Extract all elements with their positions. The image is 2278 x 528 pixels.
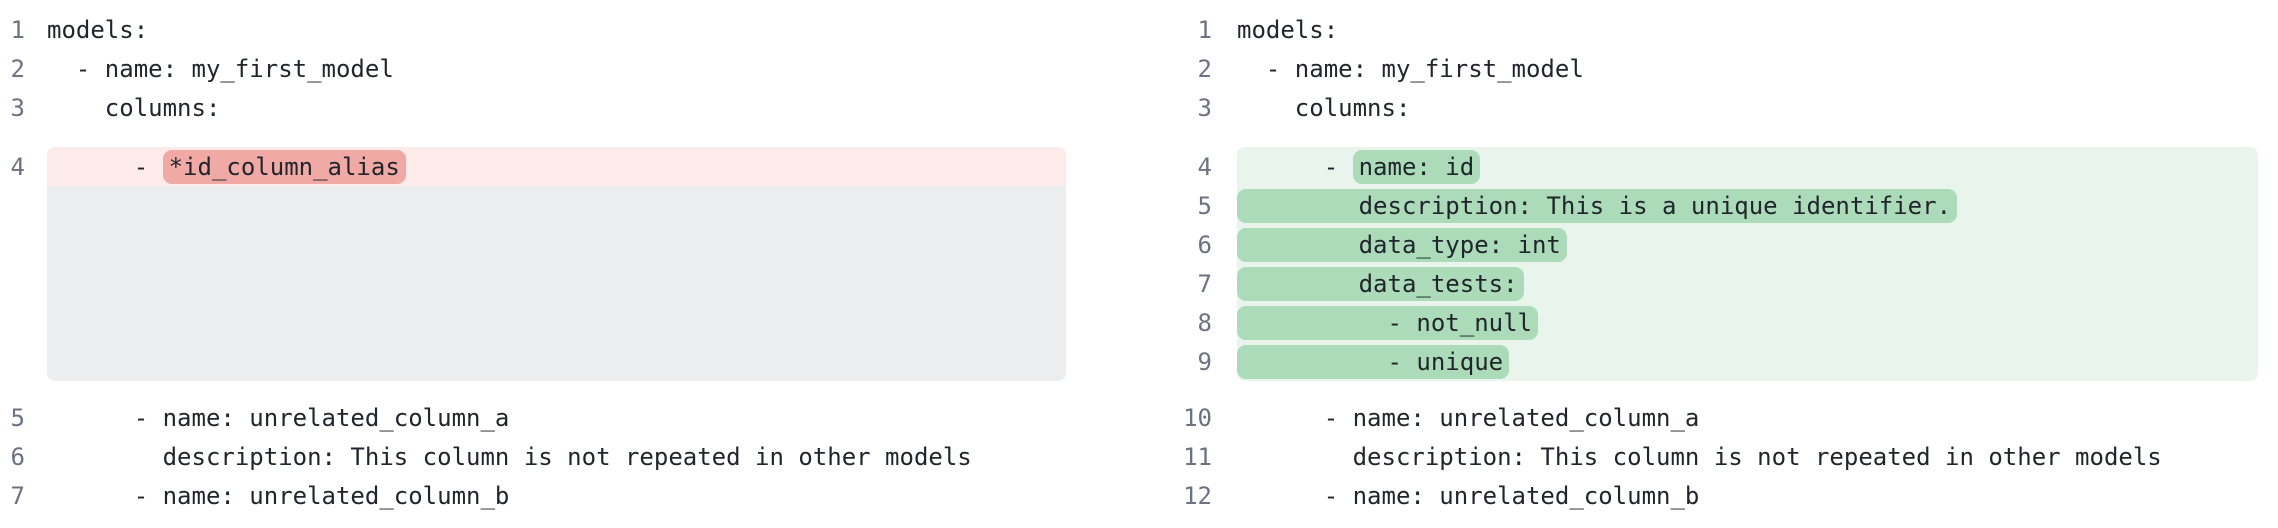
changed-text-highlight: *id_column_alias	[162, 149, 406, 184]
line-code: data_type: int	[1237, 225, 2258, 264]
diff-line-context: 10 - name: unrelated_column_a	[1170, 398, 2258, 437]
changed-text-highlight: data_type: int	[1237, 227, 1567, 262]
line-code: description: This column is not repeated…	[47, 442, 972, 471]
line-code	[47, 186, 1066, 381]
line-number: 2	[1197, 54, 1212, 83]
line-code: - not_null	[1237, 303, 2258, 342]
diff-line-context: 3 columns:	[0, 88, 1066, 127]
diff-line-added: 4 - name: id	[1170, 147, 2258, 186]
line-code: columns:	[47, 93, 221, 122]
line-code: models:	[47, 15, 149, 44]
line-code: columns:	[1237, 93, 1411, 122]
changed-text-highlight: description: This is a unique identifier…	[1237, 188, 1958, 223]
diff-line-context: 1 models:	[0, 10, 1066, 49]
line-code: - name: unrelated_column_b	[1237, 481, 1700, 510]
diff-line-context: 7 - name: unrelated_column_b	[0, 476, 1066, 515]
diff-line-added: 8 - not_null	[1170, 303, 2258, 342]
line-code: description: This column is not repeated…	[1237, 442, 2162, 471]
diff-line-context: 6 description: This column is not repeat…	[0, 437, 1066, 476]
line-number: 5	[10, 403, 25, 432]
diff-line-context: 1 models:	[1170, 10, 2258, 49]
line-number: 6	[10, 442, 25, 471]
diff-line-context: 12 - name: unrelated_column_b	[1170, 476, 2258, 515]
diff-line-context: 11 description: This column is not repea…	[1170, 437, 2258, 476]
diff-line-context: 2 - name: my_first_model	[0, 49, 1066, 88]
line-number: 11	[1183, 442, 1212, 471]
diff-line-context: 3 columns:	[1170, 88, 2258, 127]
line-number: 9	[1197, 347, 1212, 376]
line-number: 10	[1183, 403, 1212, 432]
diff-line-context: 2 - name: my_first_model	[1170, 49, 2258, 88]
line-code: - name: id	[1237, 147, 2258, 186]
line-code: - name: unrelated_column_a	[47, 403, 510, 432]
line-code: description: This is a unique identifier…	[1237, 186, 2258, 225]
line-code: - unique	[1237, 342, 2258, 381]
line-number: 1	[1197, 15, 1212, 44]
line-number: 4	[1197, 152, 1212, 181]
diff-line-added: 5 description: This is a unique identifi…	[1170, 186, 2258, 225]
line-code: - name: unrelated_column_b	[47, 481, 510, 510]
line-number: 4	[10, 152, 25, 181]
line-number: 3	[10, 93, 25, 122]
diff-line-removed: 4 - *id_column_alias	[0, 147, 1066, 186]
line-code: - *id_column_alias	[47, 147, 1066, 186]
diff-line-added: 6 data_type: int	[1170, 225, 2258, 264]
line-number: 7	[1197, 269, 1212, 298]
line-code: - name: my_first_model	[1237, 54, 1584, 83]
changed-text-highlight: name: id	[1352, 149, 1481, 184]
changed-text-highlight: - unique	[1237, 344, 1510, 379]
diff-line-filler	[0, 186, 1066, 381]
changed-text-highlight: data_tests:	[1237, 266, 1524, 301]
line-code: - name: unrelated_column_a	[1237, 403, 1700, 432]
changed-text-highlight: - not_null	[1237, 305, 1538, 340]
line-number: 12	[1183, 481, 1212, 510]
diff-line-added: 7 data_tests:	[1170, 264, 2258, 303]
diff-line-context: 5 - name: unrelated_column_a	[0, 398, 1066, 437]
line-number: 7	[10, 481, 25, 510]
line-code: data_tests:	[1237, 264, 2258, 303]
line-number: 1	[10, 15, 25, 44]
line-number: 5	[1197, 191, 1212, 220]
line-number: 6	[1197, 230, 1212, 259]
line-code: models:	[1237, 15, 1339, 44]
line-number: 2	[10, 54, 25, 83]
line-number: 8	[1197, 308, 1212, 337]
line-code: - name: my_first_model	[47, 54, 394, 83]
line-number: 3	[1197, 93, 1212, 122]
diff-line-added: 9 - unique	[1170, 342, 2258, 381]
